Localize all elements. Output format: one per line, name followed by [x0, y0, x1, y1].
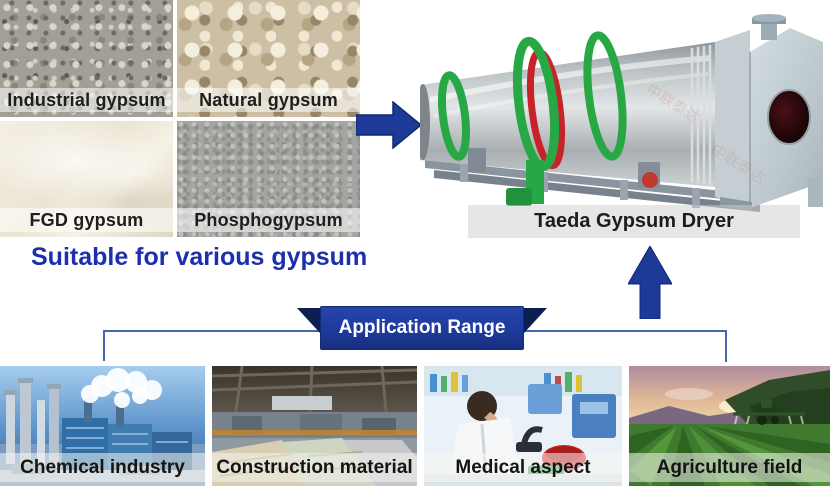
- banner-fold-left-icon: [297, 308, 320, 333]
- phosphogypsum-label: Phosphogypsum: [177, 208, 360, 232]
- chemical-industry-photo: Chemical industry: [0, 366, 205, 486]
- housing-side: [715, 30, 750, 207]
- phosphogypsum-photo: Phosphogypsum: [177, 121, 360, 237]
- arrow-right-icon: [355, 100, 423, 150]
- natural-gypsum-photo: Natural gypsum: [177, 0, 360, 117]
- industrial-gypsum-photo: Industrial gypsum: [0, 0, 173, 117]
- arrow-up-icon: [627, 245, 673, 320]
- dryer-drum: [420, 42, 715, 187]
- application-range-banner: Application Range: [296, 306, 548, 350]
- construction-material-photo: Construction material: [212, 366, 417, 486]
- riding-ring-1: [437, 71, 471, 161]
- fgd-gypsum-photo: FGD gypsum: [0, 121, 173, 237]
- bracket-right-line: [725, 330, 727, 362]
- agriculture-field-photo: Agriculture field: [629, 366, 830, 486]
- medical-aspect-photo: Medical aspect: [424, 366, 622, 486]
- fgd-gypsum-label: FGD gypsum: [0, 208, 173, 232]
- rotary-dryer-illustration: 中联泰达 中联泰达: [416, 12, 830, 212]
- agriculture-field-label: Agriculture field: [629, 453, 830, 482]
- construction-material-label: Construction material: [212, 453, 417, 482]
- chemical-industry-label: Chemical industry: [0, 453, 205, 482]
- base-rail-upper: [425, 160, 752, 202]
- taeda-dryer-label: Taeda Gypsum Dryer: [468, 205, 800, 238]
- industrial-gypsum-label: Industrial gypsum: [0, 88, 173, 112]
- medical-aspect-label: Medical aspect: [424, 453, 622, 482]
- riding-ring-2: [583, 31, 627, 161]
- top-flange: [761, 24, 777, 40]
- natural-gypsum-label: Natural gypsum: [177, 88, 360, 112]
- application-range-label: Application Range: [320, 306, 524, 350]
- base-rail-lower: [434, 170, 760, 212]
- suitable-caption: Suitable for various gypsum: [31, 243, 368, 271]
- banner-fold-right-icon: [524, 308, 547, 333]
- discharge-hole: [767, 89, 811, 145]
- bracket-left-line: [103, 330, 105, 361]
